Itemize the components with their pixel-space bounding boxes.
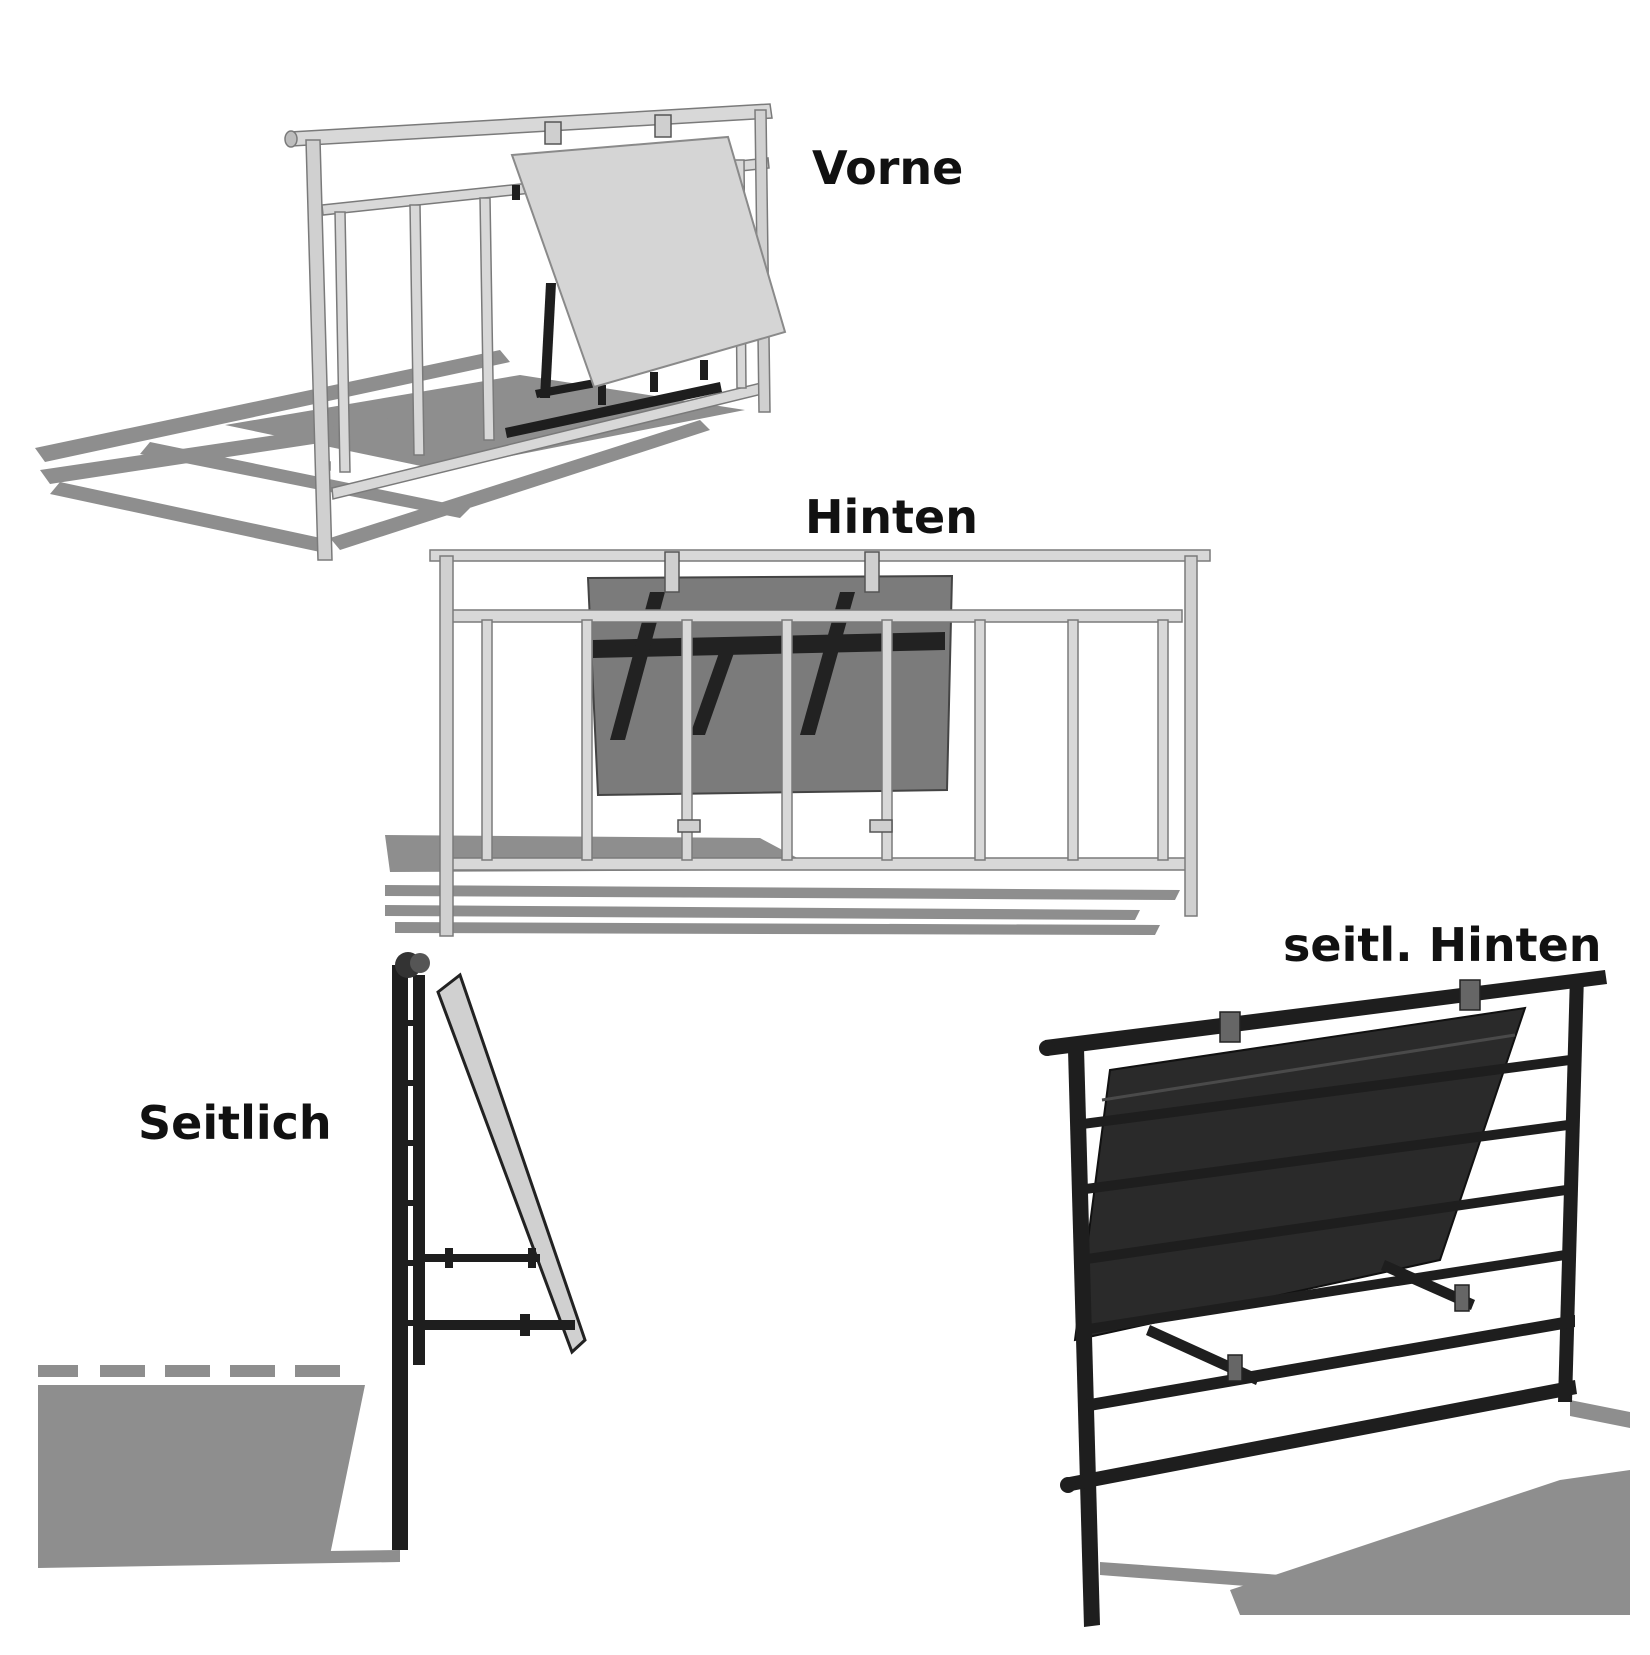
label-side-back-view: seitl. Hinten: [1283, 918, 1602, 972]
front-view-shadow: [35, 350, 745, 552]
side-back-panel-clamps: [1219, 979, 1481, 1382]
back-mount-struts: [593, 592, 945, 740]
side-back-view-shadow: [1100, 1400, 1630, 1615]
front-panel-clamps: [544, 114, 672, 145]
side-back-view: [1039, 970, 1630, 1627]
front-view: [35, 103, 787, 561]
front-mount-bracket: [505, 185, 722, 438]
back-railing: [429, 549, 1211, 937]
label-back-view: Hinten: [805, 490, 978, 544]
back-panel-clamps: [664, 551, 893, 833]
front-solar-panel: [510, 135, 787, 389]
side-railing: [392, 952, 430, 1550]
side-mount-brackets: [425, 1248, 575, 1336]
side-solar-panel: [436, 972, 587, 1355]
label-front-view: Vorne: [812, 141, 964, 195]
back-view: [385, 549, 1211, 937]
side-back-railing: [1039, 970, 1607, 1627]
side-view-shadow: [38, 1365, 400, 1568]
back-solar-panel: [586, 574, 954, 797]
side-back-panel-highlights: [1101, 1033, 1516, 1102]
label-side-view: Seitlich: [138, 1096, 332, 1150]
side-view: [38, 952, 587, 1568]
